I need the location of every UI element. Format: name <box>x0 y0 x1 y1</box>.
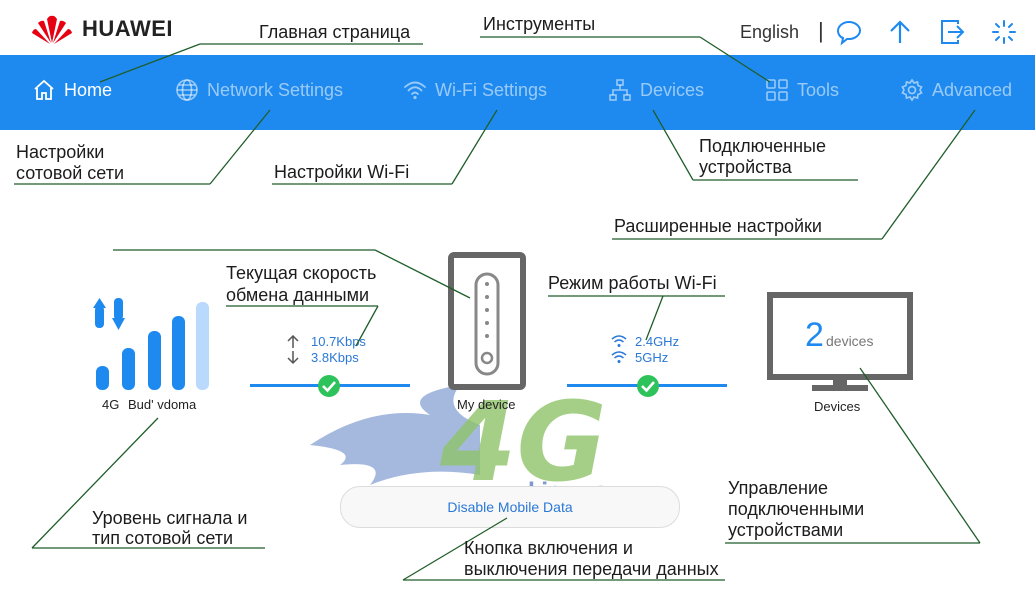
annotation-advanced: Расширенные настройки <box>614 216 822 236</box>
signal-strength-icon <box>93 298 209 390</box>
tools-icon <box>766 79 788 101</box>
annotation-devices-1: Подключенные <box>699 136 826 156</box>
nav-advanced[interactable]: Advanced <box>900 78 1013 102</box>
huawei-logo: HUAWEI <box>30 12 190 46</box>
nav-advanced-label: Advanced <box>932 79 1013 100</box>
annotation-manage-1: Управление <box>728 478 829 498</box>
download-speed: 3.8Kbps <box>311 350 359 365</box>
language-selector[interactable]: English <box>740 22 800 42</box>
nav-devices[interactable]: Devices <box>608 79 705 101</box>
annotation-button-1: Кнопка включения и <box>464 538 633 558</box>
cellular-check-icon <box>318 375 340 397</box>
annotation-network-1: Настройки <box>16 142 105 162</box>
nav-home-label: Home <box>64 79 113 100</box>
logout-icon[interactable] <box>938 18 966 46</box>
annotation-wifi-mode: Режим работы Wi-Fi <box>548 273 717 293</box>
nav-tools[interactable]: Tools <box>765 79 840 101</box>
disable-mobile-data-button[interactable]: Disable Mobile Data <box>340 486 680 528</box>
annotation-signal-1: Уровень сигнала и <box>92 508 248 528</box>
wifi-band-5: 5GHz <box>635 350 669 365</box>
message-icon[interactable] <box>835 18 863 46</box>
nav-wifi-settings[interactable]: Wi-Fi Settings <box>403 80 547 100</box>
annotation-manage-3: устройствами <box>728 520 844 540</box>
globe-icon <box>176 79 198 101</box>
annotation-speed-2: обмена данными <box>226 285 370 305</box>
loading-icon <box>992 20 1016 44</box>
annotation-signal-2: тип сотовой сети <box>92 528 234 548</box>
operator-name: Bud' vdoma <box>128 397 197 412</box>
header-separator: | <box>818 18 824 43</box>
monitor-icon[interactable] <box>767 292 913 392</box>
wifi-check-icon <box>637 375 659 397</box>
home-icon <box>34 79 54 100</box>
wifi-24-icon <box>611 335 627 347</box>
wifi-5-icon <box>611 351 627 363</box>
router-icon[interactable] <box>448 252 526 390</box>
wifi-band-24: 2.4GHz <box>635 334 680 349</box>
nav-tools-label: Tools <box>797 79 840 100</box>
nav-wifi-settings-label: Wi-Fi Settings <box>435 79 548 100</box>
huawei-flower-icon <box>32 15 72 44</box>
annotation-devices-2: устройства <box>699 157 792 177</box>
annotation-wifi: Настройки Wi-Fi <box>274 162 410 182</box>
annotation-manage-2: подключенными <box>728 499 865 519</box>
nav-network-settings[interactable]: Network Settings <box>175 79 344 101</box>
devices-unit: devices <box>826 333 874 349</box>
upload-speed: 10.7Kbps <box>311 334 366 349</box>
devices-icon <box>609 79 631 101</box>
annotation-home: Главная страница <box>259 22 411 42</box>
wifi-icon <box>404 81 426 100</box>
nav-devices-label: Devices <box>640 79 705 100</box>
watermark-4g: 4G <box>439 378 607 505</box>
devices-label: Devices <box>814 399 861 414</box>
router-label: My device <box>457 397 516 412</box>
nav-home[interactable]: Home <box>32 80 112 100</box>
annotation-button-2: выключения передачи данных <box>464 559 719 579</box>
up-down-arrows-icon <box>287 335 299 365</box>
devices-count[interactable]: 2 <box>805 316 824 354</box>
network-type: 4G <box>102 397 120 412</box>
upload-icon[interactable] <box>886 18 914 46</box>
annotation-speed-1: Текущая скорость <box>226 263 377 283</box>
nav-network-settings-label: Network Settings <box>207 79 344 100</box>
gear-icon <box>901 78 923 102</box>
annotation-tools: Инструменты <box>483 14 596 34</box>
annotation-network-2: сотовой сети <box>16 163 125 183</box>
brand-name: HUAWEI <box>82 16 173 41</box>
